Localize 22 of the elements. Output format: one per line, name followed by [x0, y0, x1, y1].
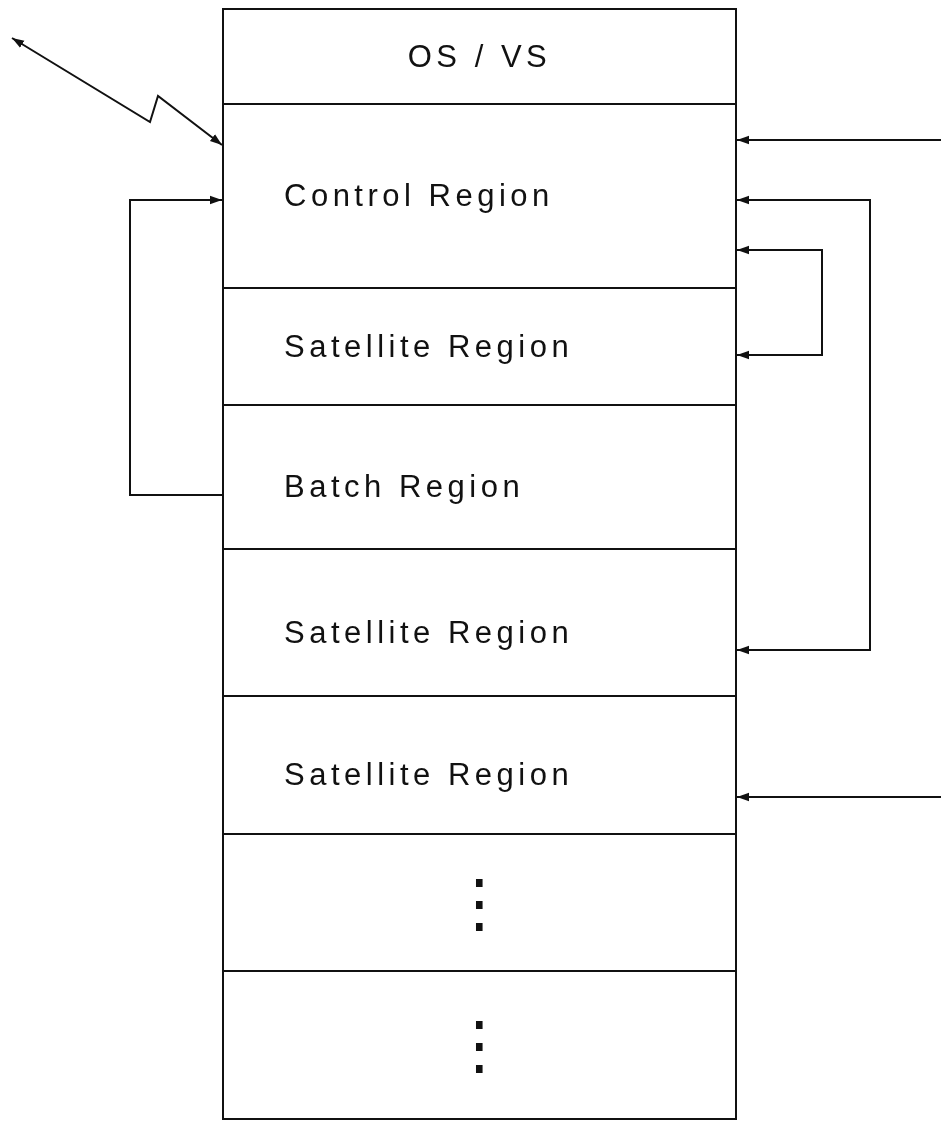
arrow [736, 135, 941, 145]
arrow [736, 245, 823, 360]
region-label: Batch Region [284, 469, 525, 505]
ellipsis: ⋮ [447, 870, 512, 935]
region-label: Satellite Region [284, 328, 574, 365]
region-box [222, 8, 737, 105]
region-box [222, 695, 737, 835]
region-box [222, 287, 737, 406]
region-label: Satellite Region [284, 757, 574, 793]
region-box [222, 548, 737, 697]
arrow [11, 37, 223, 146]
arrow [129, 195, 223, 496]
region-box [222, 970, 737, 1120]
region-label: OS / VS [407, 38, 552, 75]
region-label: Satellite Region [284, 614, 574, 651]
region-box [222, 833, 737, 972]
arrow [736, 792, 941, 802]
ellipsis: ⋮ [447, 1013, 512, 1077]
region-box [222, 103, 737, 289]
arrow [736, 195, 871, 655]
region-box [222, 404, 737, 550]
region-label: Control Region [284, 178, 554, 214]
